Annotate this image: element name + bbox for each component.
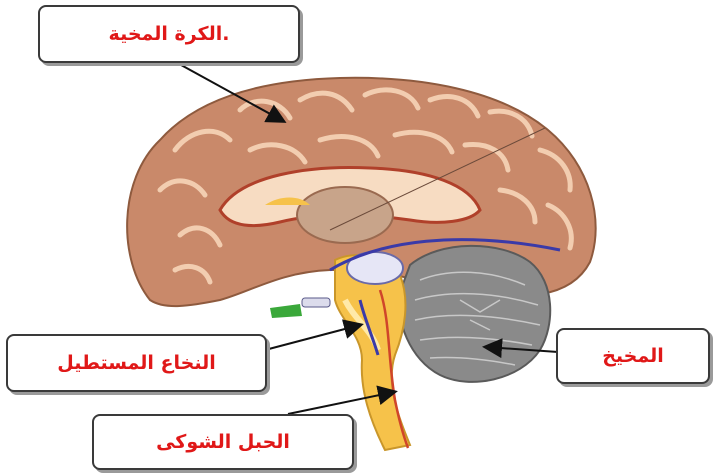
medulla-arrow	[265, 325, 360, 350]
spinal-cord-label-text: الحبل الشوكى	[156, 431, 290, 453]
cerebrum-label: .الكرة المخية	[38, 5, 300, 63]
cerebellum-label-text: المخيخ	[602, 345, 664, 367]
spinal-cord-label: الحبل الشوكى	[92, 414, 354, 470]
cerebellum-label: المخيخ	[556, 328, 710, 384]
green-nerve	[270, 304, 302, 318]
medulla-label-text: النخاع المستطيل	[57, 352, 216, 374]
medulla-label: النخاع المستطيل	[6, 334, 267, 392]
cerebellum-shape	[399, 246, 550, 382]
midbrain-detail	[302, 298, 330, 307]
cerebrum-label-text: .الكرة المخية	[109, 23, 230, 45]
